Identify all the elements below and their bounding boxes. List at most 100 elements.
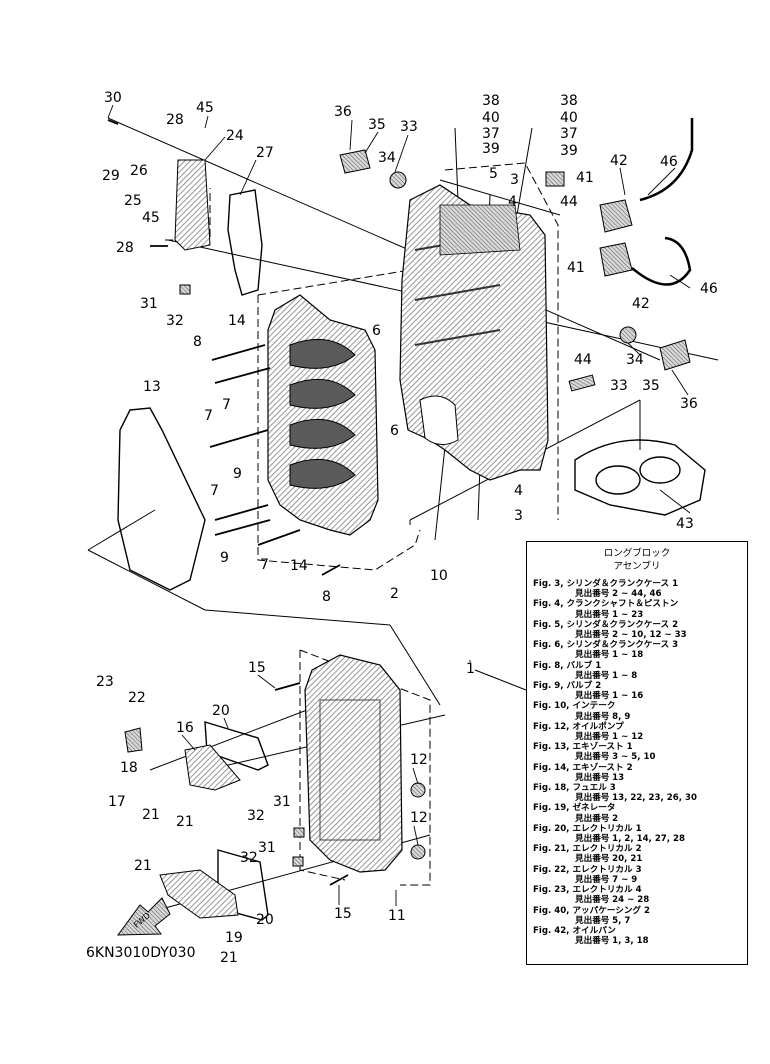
callout: 33	[610, 378, 628, 394]
legend-entry: Fig. 42, オイルパン見出番号 1, 3, 18	[533, 926, 741, 946]
legend-ref: 見出番号 1 ~ 23	[533, 610, 741, 620]
legend-ref: 見出番号 2 ~ 10, 12 ~ 33	[533, 630, 741, 640]
callout: 12	[410, 810, 428, 826]
callout: 7	[222, 397, 231, 413]
legend-ref-label: 見出番号	[575, 915, 610, 926]
legend-ref-label: 見出番号	[575, 691, 610, 702]
gaskets	[117, 189, 706, 921]
callout: 7	[260, 557, 269, 573]
legend-ref-value: 1 ~ 8	[612, 670, 638, 681]
legend-ref: 見出番号 8, 9	[533, 712, 741, 722]
callout: 6	[372, 323, 381, 339]
legend-ref: 見出番号 1 ~ 12	[533, 732, 741, 742]
callout: 28	[116, 240, 134, 256]
legend-ref-label: 見出番号	[575, 936, 610, 947]
legend-fig: Fig. 6, シリンダ＆クランクケース 3	[533, 640, 679, 651]
legend-fig: Fig. 22, エレクトリカル 3	[533, 864, 642, 875]
callout: 9	[220, 550, 229, 566]
legend-ref-value: 13, 22, 23, 26, 30	[612, 793, 697, 804]
callout: 9	[233, 466, 242, 482]
legend-ref-value: 3 ~ 5, 10	[612, 752, 656, 763]
legend-ref: 見出番号 2 ~ 44, 46	[533, 589, 741, 599]
callout: 31	[273, 794, 291, 810]
callout: 21	[142, 807, 160, 823]
bolts	[107, 119, 349, 886]
callout: 46	[660, 154, 678, 170]
callout: 3	[514, 508, 523, 524]
legend-fig: Fig. 23, エレクトリカル 4	[533, 885, 642, 896]
legend-ref-label: 見出番号	[575, 670, 610, 681]
callout: 7	[210, 483, 219, 499]
legend-ref-value: 13	[612, 772, 625, 783]
callout: 10	[430, 568, 448, 584]
callout: 42	[632, 296, 650, 312]
legend-ref-label: 見出番号	[575, 793, 610, 804]
callout: 36	[680, 396, 698, 412]
legend-ref-value: 5, 7	[612, 915, 631, 926]
callout: 15	[248, 660, 266, 676]
legend-fig: Fig. 21, エレクトリカル 2	[533, 844, 642, 855]
legend-ref-value: 1, 3, 18	[612, 936, 649, 947]
legend-ref: 見出番号 7 ~ 9	[533, 875, 741, 885]
legend-fig: Fig. 42, オイルパン	[533, 925, 616, 936]
legend-ref-value: 1 ~ 18	[612, 650, 644, 661]
legend-ref-label: 見出番号	[575, 874, 610, 885]
legend-ref-label: 見出番号	[575, 589, 610, 600]
legend-subtitle: アセンブリ	[613, 561, 661, 572]
cylinder-block	[399, 184, 549, 481]
callout: 17	[108, 794, 126, 810]
callout: 39	[560, 143, 578, 159]
callout: 14	[228, 313, 246, 329]
callout: 32	[247, 808, 265, 824]
legend-fig: Fig. 4, クランクシャフト＆ピストン	[533, 599, 679, 610]
lower-case	[304, 654, 426, 873]
legend-fig: Fig. 13, エキゾースト 1	[533, 742, 633, 753]
legend-ref: 見出番号 1, 2, 14, 27, 28	[533, 834, 741, 844]
callout: 32	[240, 850, 258, 866]
callout: 18	[120, 760, 138, 776]
legend-ref-value: 24 ~ 28	[612, 895, 650, 906]
legend-entry: Fig. 10, インテーク見出番号 8, 9	[533, 701, 741, 721]
callout: 32	[166, 313, 184, 329]
callout: 42	[610, 153, 628, 169]
callout: 3	[510, 172, 519, 188]
legend-ref: 見出番号 5, 7	[533, 916, 741, 926]
callout: 40	[482, 110, 500, 126]
callout: 11	[388, 908, 406, 924]
legend-ref-label: 見出番号	[575, 895, 610, 906]
legend-ref-label: 見出番号	[575, 834, 610, 845]
callout: 38	[482, 93, 500, 109]
callout: 38	[560, 93, 578, 109]
callout: 20	[256, 912, 274, 928]
callout: 37	[482, 126, 500, 142]
legend-ref: 見出番号 3 ~ 5, 10	[533, 752, 741, 762]
legend-ref-value: 2 ~ 44, 46	[612, 589, 662, 600]
callout: 23	[96, 674, 114, 690]
legend-ref-value: 7 ~ 9	[612, 874, 638, 885]
legend-entry: Fig. 19, ゼネレータ見出番号 2	[533, 803, 741, 823]
legend-ref-value: 1 ~ 12	[612, 732, 644, 743]
legend-fig: Fig. 8, バルブ 1	[533, 660, 602, 671]
callout: 22	[128, 690, 146, 706]
legend-ref: 見出番号 1 ~ 16	[533, 691, 741, 701]
callout: 46	[700, 281, 718, 297]
callout: 31	[258, 840, 276, 856]
legend-ref-label: 見出番号	[575, 650, 610, 661]
callout: 36	[334, 104, 352, 120]
legend-ref-label: 見出番号	[575, 711, 610, 722]
legend-fig: Fig. 9, バルブ 2	[533, 681, 602, 692]
callout: 13	[143, 379, 161, 395]
legend-ref-label: 見出番号	[575, 854, 610, 865]
callout: 8	[322, 589, 331, 605]
callout: 21	[134, 858, 152, 874]
